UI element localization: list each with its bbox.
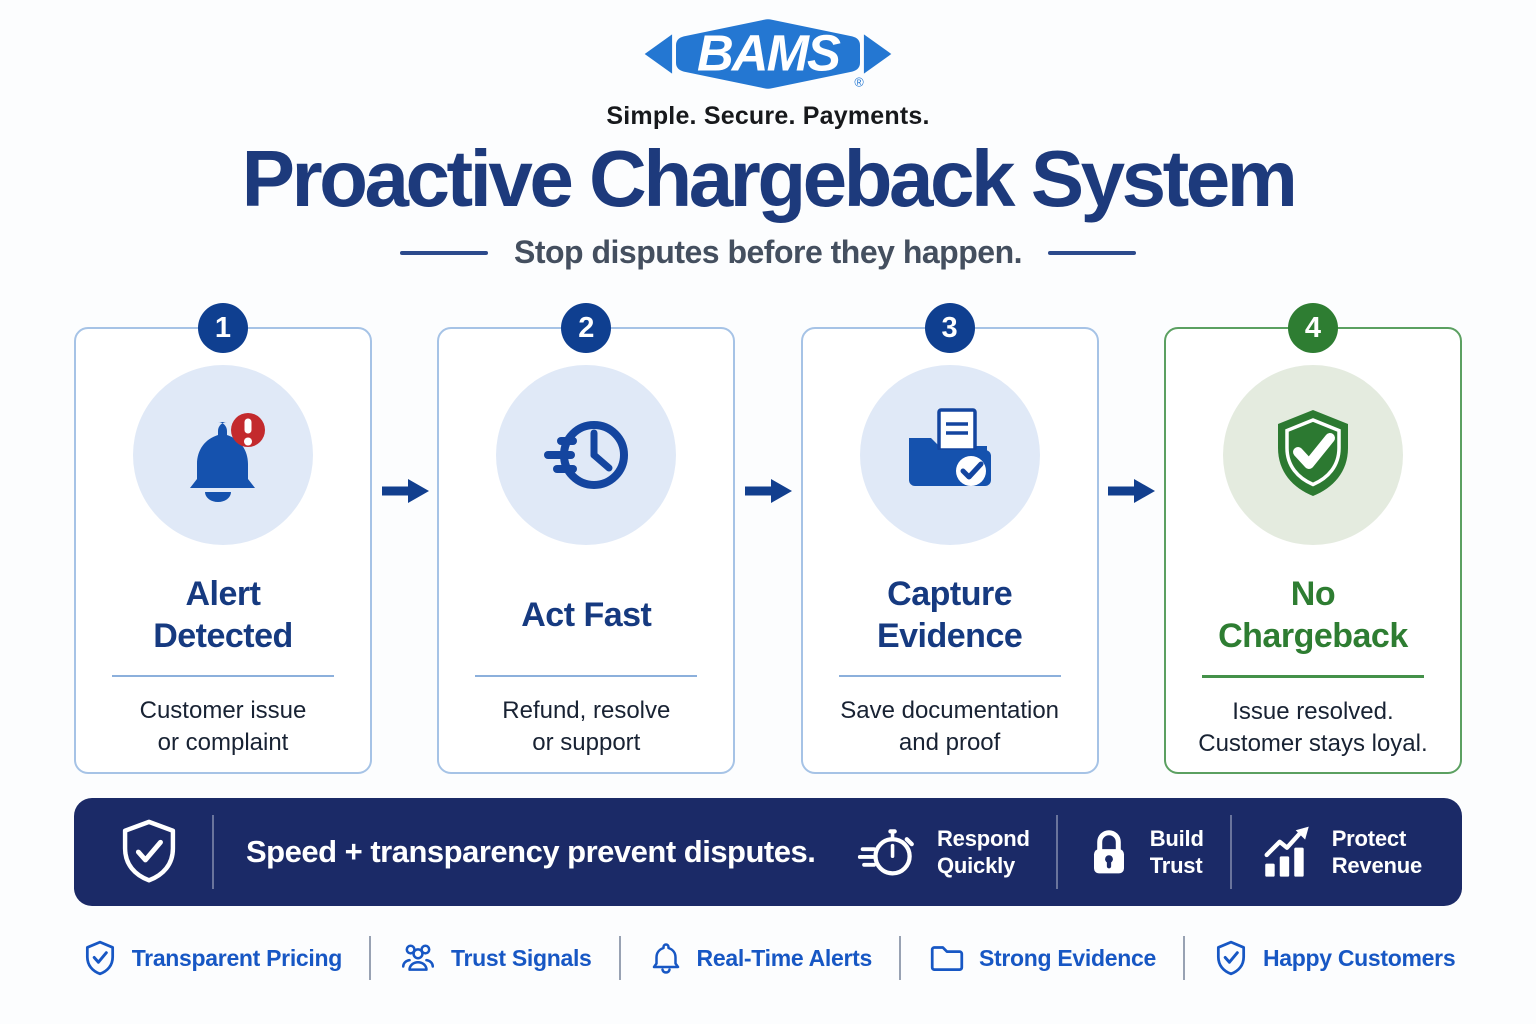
banner-divider: [1229, 815, 1232, 890]
brand-tagline: Simple. Secure. Payments.: [606, 102, 930, 130]
logo-right-arrow-icon: [863, 34, 892, 74]
step-icon-circle: [496, 365, 677, 546]
page-subtitle: Stop disputes before they happen.: [514, 234, 1023, 271]
step-card-alert-detected: 1 Alert Detected Customer issue or compl…: [74, 303, 372, 775]
step-description: Save documentation and proof: [840, 697, 1060, 757]
registered-mark: ®: [854, 74, 864, 89]
steps-row: 1 Alert Detected Customer issue or compl…: [74, 303, 1462, 775]
footer-item-transparent-pricing: Transparent Pricing: [81, 939, 342, 977]
highlight-banner: Speed + transparency prevent disputes. R…: [74, 798, 1462, 907]
stopwatch-icon: [857, 829, 914, 876]
step-divider: [112, 675, 334, 678]
footer-item-trust-signals: Trust Signals: [398, 939, 592, 977]
footer-divider: [1182, 936, 1185, 981]
step-description: Refund, resolve or support: [502, 697, 671, 757]
banner-items: Respond Quickly Build Trust: [857, 815, 1422, 890]
folder-icon: [930, 946, 964, 972]
step-divider: [475, 675, 698, 678]
banner-divider: [212, 815, 214, 890]
step-title: Capture Evidence: [876, 575, 1023, 656]
step-icon-circle: [859, 365, 1040, 546]
footer-item-label: Real-Time Alerts: [696, 944, 873, 971]
footer-benefits-row: Transparent Pricing Trust Signals Real-T…: [0, 936, 1536, 981]
fast-clock-icon: [544, 421, 629, 490]
shield-check-icon: [85, 940, 114, 976]
bell-icon: [652, 943, 679, 974]
subtitle-left-line: [400, 250, 488, 255]
step-icon-circle: [1222, 365, 1403, 546]
growth-chart-icon: [1264, 826, 1309, 877]
footer-divider: [898, 936, 901, 981]
page-title: Proactive Chargeback System: [241, 134, 1298, 223]
footer-item-label: Transparent Pricing: [131, 944, 343, 971]
step-icon-circle: [133, 365, 313, 546]
footer-item-label: Trust Signals: [451, 944, 592, 971]
footer-item-label: Strong Evidence: [978, 944, 1156, 971]
shield-check-icon: [1216, 940, 1246, 976]
banner-item-label: Respond Quickly: [936, 825, 1030, 879]
folder-evidence-icon: [908, 408, 991, 487]
step-divider: [838, 675, 1061, 678]
banner-headline: Speed + transparency prevent disputes.: [246, 834, 816, 870]
step-number-badge: 2: [561, 303, 612, 354]
flow-arrow-icon: [1103, 476, 1159, 506]
footer-divider: [618, 936, 621, 981]
step-title: Alert Detected: [153, 575, 293, 656]
banner-divider: [1055, 815, 1058, 890]
bams-logo: BAMS ®: [644, 19, 892, 89]
step-number-badge: 1: [198, 303, 248, 354]
subtitle-right-line: [1048, 250, 1136, 255]
step-title: Act Fast: [521, 596, 652, 635]
banner-item-protect-revenue: Protect Revenue: [1258, 823, 1422, 881]
banner-item-label: Build Trust: [1149, 825, 1204, 879]
step-divider: [1201, 675, 1424, 679]
lock-icon: [1093, 830, 1124, 874]
brand-header: BAMS ® Simple. Secure. Payments.: [0, 0, 1536, 131]
logo-plaque: [676, 19, 860, 89]
shield-check-icon: [1277, 410, 1348, 497]
footer-item-strong-evidence: Strong Evidence: [928, 939, 1156, 977]
banner-item-respond-quickly: Respond Quickly: [857, 823, 1030, 881]
shield-check-icon: [122, 819, 176, 883]
step-card-act-fast: 2 Act Fast Refund, resolve or support: [437, 303, 736, 775]
step-card-no-chargeback: 4 No Chargeback Issue resolved. Customer…: [1163, 303, 1462, 775]
bell-alert-icon: [190, 413, 265, 503]
flow-arrow-icon: [377, 476, 433, 506]
logo-left-arrow-icon: [644, 34, 673, 74]
step-number-badge: 4: [1287, 303, 1338, 354]
step-title: No Chargeback: [1218, 575, 1408, 656]
people-icon: [401, 944, 435, 972]
footer-divider: [369, 936, 371, 981]
footer-item-happy-customers: Happy Customers: [1212, 939, 1456, 977]
flow-arrow-icon: [740, 476, 796, 506]
banner-item-label: Protect Revenue: [1331, 825, 1423, 879]
logo-wordmark: BAMS: [697, 25, 841, 82]
step-number-badge: 3: [924, 303, 975, 354]
step-description: Customer issue or complaint: [139, 697, 307, 757]
step-card-capture-evidence: 3 Capture Evidence Save documentation an…: [800, 303, 1099, 775]
banner-item-build-trust: Build Trust: [1084, 823, 1204, 881]
subtitle-row: Stop disputes before they happen.: [0, 234, 1536, 271]
step-description: Issue resolved. Customer stays loyal.: [1198, 698, 1428, 758]
footer-item-real-time-alerts: Real-Time Alerts: [648, 939, 872, 977]
footer-item-label: Happy Customers: [1262, 944, 1456, 971]
